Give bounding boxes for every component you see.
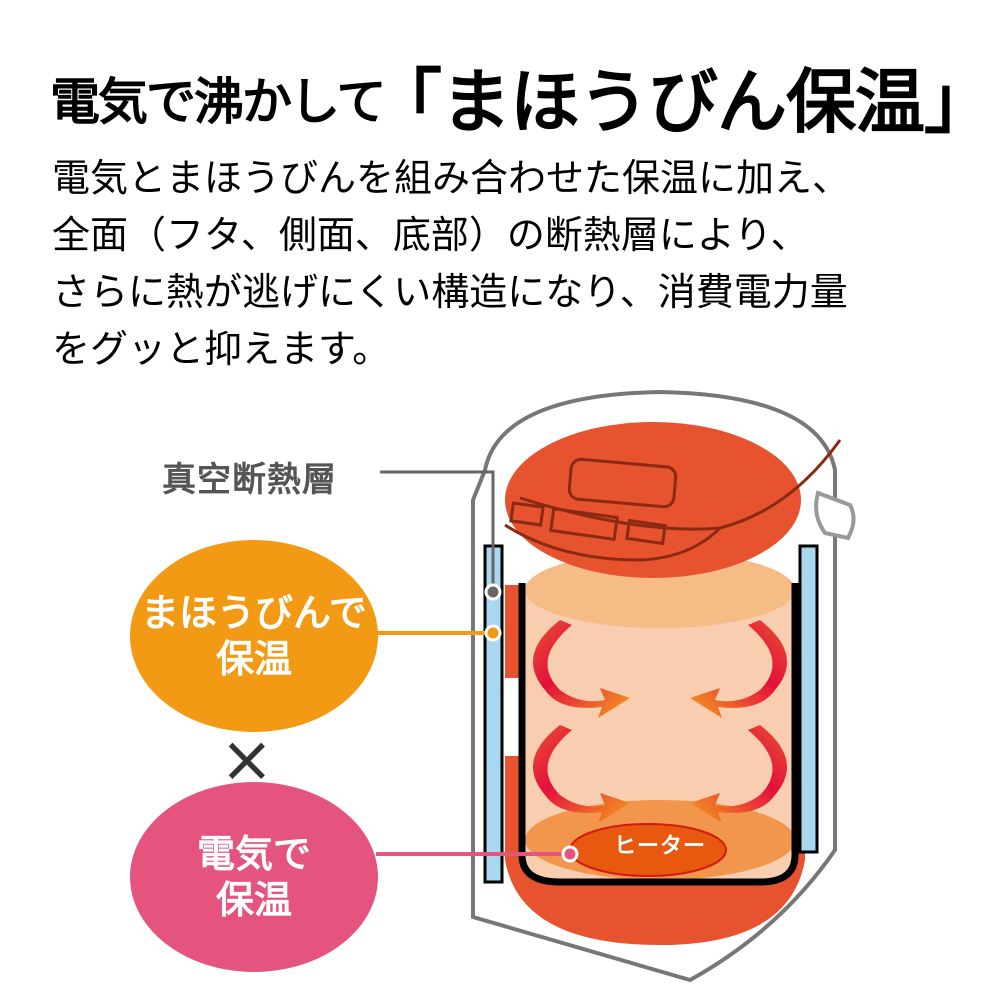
bubble-line: 保温 — [215, 637, 292, 681]
heat-arrow-icon — [690, 620, 787, 718]
description-line: をグッと抑えます。 — [52, 327, 391, 371]
headline-emphasis: 「まほうびん保温」 — [372, 61, 994, 143]
bubble-line: まほうびんで — [140, 591, 368, 635]
electric-keep-warm-bubble: 電気で 保温 — [130, 782, 378, 972]
pot-lid — [504, 422, 842, 578]
thermos-pot-diagram — [376, 389, 856, 983]
description-line: 電気とまほうびんを組み合わせた保温に加え、 — [52, 156, 851, 200]
description-line: さらに熱が逃げにくい構造になり、消費電力量 — [52, 270, 848, 314]
bubble-line: 電気で — [196, 832, 311, 876]
description-text: 電気とまほうびんを組み合わせた保温に加え、 全面（フタ、側面、底部）の断熱層によ… — [52, 150, 972, 378]
vacuum-insulation-label: 真空断熱層 — [162, 460, 337, 500]
heater-label: ヒーター — [613, 834, 706, 859]
bubble-line: 保温 — [215, 878, 292, 922]
leader-line-electric — [376, 845, 579, 863]
heat-arrow-icon — [533, 725, 630, 823]
leader-line-thermos — [376, 624, 502, 642]
thermos-keep-warm-bubble: まほうびんで 保温 — [130, 540, 378, 732]
description-line: 全面（フタ、側面、底部）の断熱層により、 — [52, 213, 809, 257]
leader-line-vacuum — [380, 470, 502, 601]
heat-arrow-icon — [690, 725, 787, 823]
times-icon: × — [220, 723, 274, 797]
headline: 電気で沸かして 「まほうびん保温」 — [0, 48, 1000, 143]
heat-arrow-icon — [533, 620, 630, 718]
headline-prefix: 電気で沸かして — [50, 73, 386, 131]
insulation-layer-right — [798, 544, 819, 854]
